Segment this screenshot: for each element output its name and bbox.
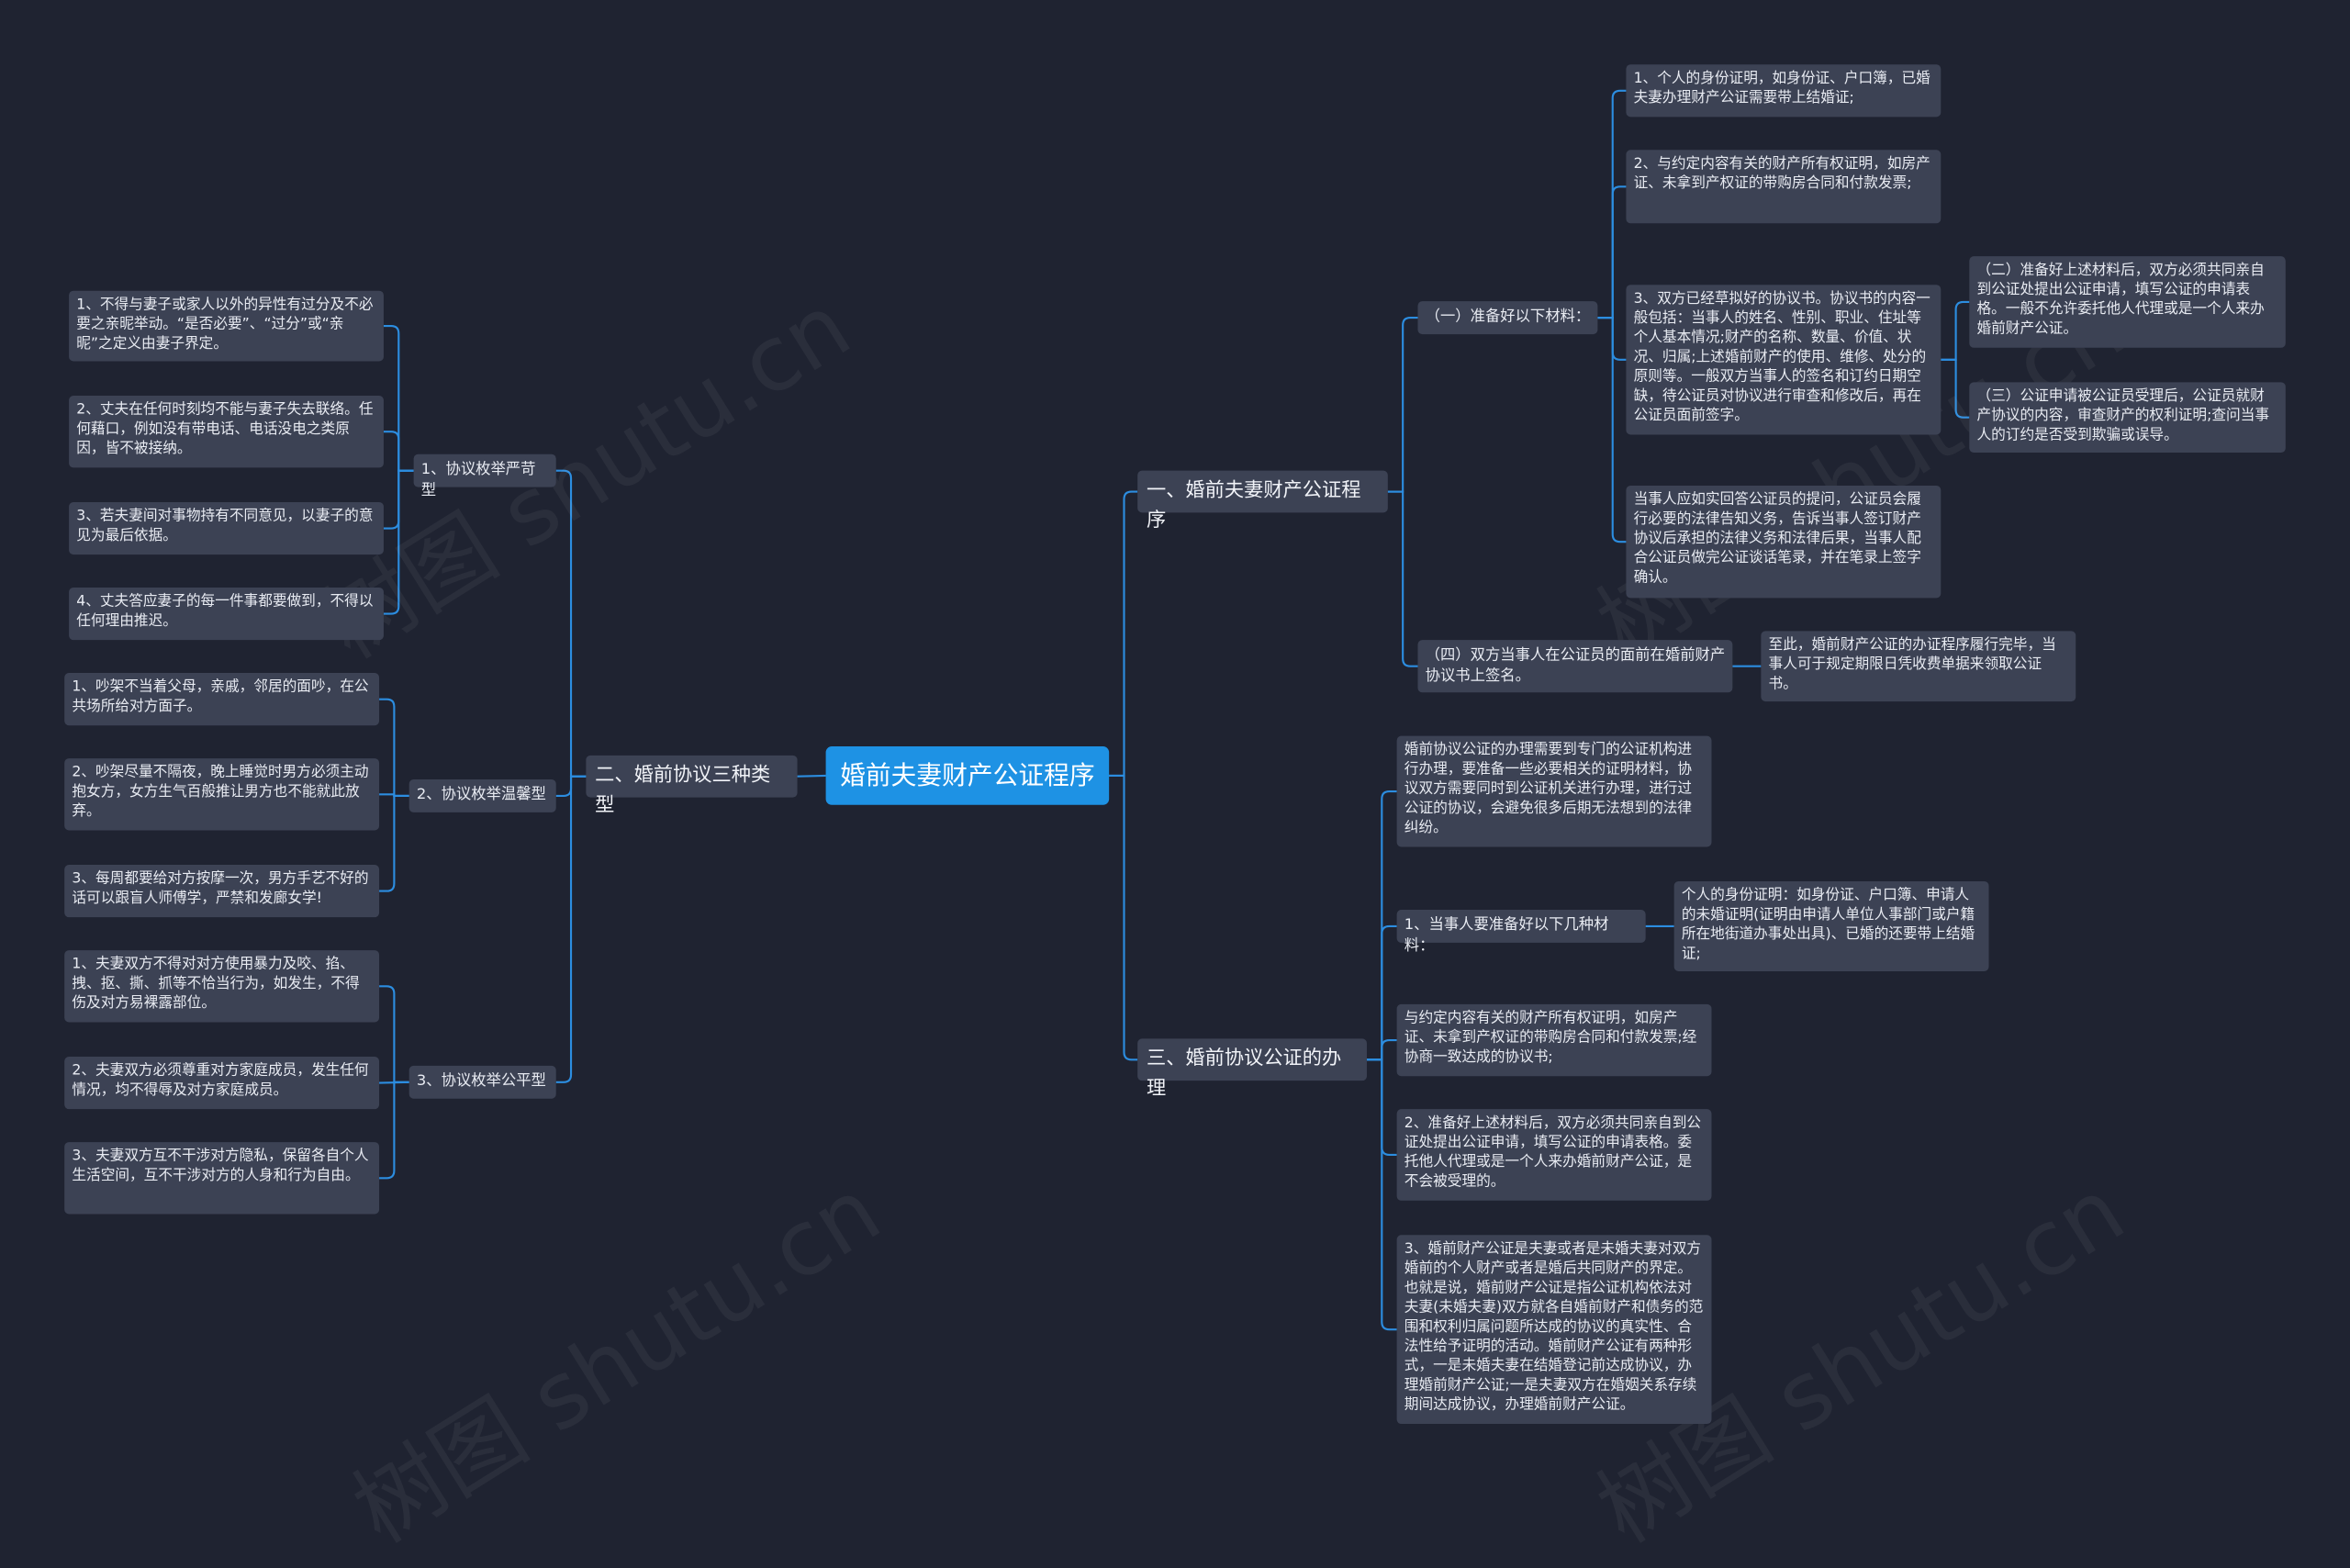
connector-line: [1597, 89, 1627, 319]
connector-line: [379, 794, 409, 892]
branch-agreement-types[interactable]: 二、婚前协议三种类型: [586, 755, 798, 817]
connector-line: [379, 698, 409, 797]
connector-line: [555, 469, 587, 778]
branch-notary-procedure[interactable]: 一、婚前夫妻财产公证程序: [1137, 470, 1388, 532]
group-strict-type[interactable]: 1、协议枚举严苛型: [413, 454, 556, 499]
connector-line: [1366, 790, 1397, 1061]
connector-line: [379, 1081, 409, 1180]
connector-line: [1387, 490, 1418, 667]
leaf-warm-3[interactable]: 3、每周都要给对方按摩一次，男方手艺不好的话可以跟盲人师傅学，严禁和发廊女学!: [64, 865, 380, 918]
sub-prepare-documents[interactable]: 1、当事人要准备好以下几种材料：: [1396, 910, 1646, 955]
leaf-review-agreement[interactable]: （三）公证申请被公证员受理后，公证员就财产协议的内容，审查财产的权利证明;查问当…: [1969, 382, 2286, 454]
connector-line: [555, 775, 587, 1083]
connector-line: [1941, 358, 1970, 419]
connector-line: [1366, 1038, 1397, 1061]
leaf-fair-2[interactable]: 2、夫妻双方必须尊重对方家庭成员，发生任何情况，均不得辱及对方家庭成员。: [64, 1057, 380, 1110]
leaf-joint-application[interactable]: 2、准备好上述材料后，双方必须共同亲自到公证处提出公证申请，填写公证的申请表格。…: [1396, 1109, 1712, 1201]
leaf-ownership-proof[interactable]: 与约定内容有关的财产所有权证明，如房产证、未拿到产权证的带购房合同和付款发票;经…: [1396, 1003, 1712, 1077]
connector-lines: [379, 89, 1970, 1331]
leaf-strict-1[interactable]: 1、不得与妻子或家人以外的异性有过分及不必要之亲昵举动。“是否必要”、“过分”或…: [69, 290, 384, 362]
connector-line: [1941, 300, 1970, 361]
leaf-property-proof[interactable]: 2、与约定内容有关的财产所有权证明，如房产证、未拿到产权证的带购房合同和付款发票…: [1626, 150, 1942, 224]
connector-line: [1387, 317, 1418, 493]
leaf-fair-1[interactable]: 1、夫妻双方不得对对方使用暴力及咬、掐、拽、抠、撕、抓等不恰当行为，如发生，不得…: [64, 950, 380, 1023]
connector-line: [1109, 774, 1138, 1061]
sub-sign-agreement[interactable]: （四）双方当事人在公证员的面前在婚前财产协议书上签名。: [1417, 640, 1733, 693]
leaf-strict-4[interactable]: 4、丈夫答应妻子的每一件事都要做到，不得以任何理由推迟。: [69, 587, 384, 641]
group-warm-type[interactable]: 2、协议枚举温馨型: [408, 778, 556, 812]
connector-line: [383, 469, 414, 615]
leaf-personal-id[interactable]: 个人的身份证明：如身份证、户口簿、申请人的未婚证明(证明由申请人单位人事部门或户…: [1673, 880, 1989, 971]
branch-agreement-notarization[interactable]: 三、婚前协议公证的办理: [1137, 1038, 1367, 1100]
leaf-fair-3[interactable]: 3、夫妻双方互不干涉对方隐私，保留各自个人生活空间，互不干涉对方的人身和行为自由…: [64, 1142, 380, 1215]
connector-line: [1109, 490, 1138, 777]
connector-line: [1366, 1058, 1397, 1331]
leaf-notary-intro[interactable]: 婚前协议公证的办理需要到专门的公证机构进行办理，要准备一些必要相关的证明材料，协…: [1396, 735, 1712, 847]
leaf-procedure-complete[interactable]: 至此，婚前财产公证的办证程序履行完毕，当事人可于规定期限日凭收费单据来领取公证书…: [1761, 631, 2076, 702]
leaf-definition[interactable]: 3、婚前财产公证是夫妻或者是未婚夫妻对双方婚前的个人财产或者是婚后共同财产的界定…: [1396, 1235, 1712, 1425]
leaf-apply-in-person[interactable]: （二）准备好上述材料后，双方必须共同亲自到公证处提出公证申请，填写公证的申请表格…: [1969, 256, 2286, 348]
leaf-answer-questions[interactable]: 当事人应如实回答公证员的提问，公证员会履行必要的法律告知义务，告诉当事人签订财产…: [1626, 485, 1942, 599]
leaf-strict-3[interactable]: 3、若夫妻间对事物持有不同意见，以妻子的意见为最后依据。: [69, 501, 384, 555]
connector-line: [797, 774, 826, 778]
leaf-warm-1[interactable]: 1、吵架不当着父母，亲戚，邻居的面吵，在公共场所给对方面子。: [64, 673, 380, 726]
connector-line: [1597, 185, 1627, 319]
sub-prepare-materials[interactable]: （一）准备好以下材料：: [1417, 301, 1598, 335]
connector-line: [379, 985, 409, 1083]
root-topic[interactable]: 婚前夫妻财产公证程序: [825, 746, 1110, 805]
leaf-draft-agreement[interactable]: 3、双方已经草拟好的协议书。协议书的内容一般包括：当事人的姓名、性别、职业、住址…: [1626, 285, 1942, 435]
leaf-warm-2[interactable]: 2、吵架尽量不隔夜，晚上睡觉时男方必须主动抱女方，女方生气百般推让男方也不能就此…: [64, 758, 380, 831]
group-fair-type[interactable]: 3、协议枚举公平型: [408, 1065, 556, 1099]
leaf-id-proof[interactable]: 1、个人的身份证明，如身份证、户口簿，已婚夫妻办理财产公证需要带上结婚证;: [1626, 64, 1942, 118]
connector-line: [383, 325, 414, 472]
connector-line: [1597, 317, 1627, 543]
connector-line: [1366, 924, 1397, 1061]
connector-line: [383, 431, 414, 472]
leaf-strict-2[interactable]: 2、丈夫在任何时刻均不能与妻子失去联络。任何藉口，例如没有带电话、电话没电之类原…: [69, 396, 384, 468]
